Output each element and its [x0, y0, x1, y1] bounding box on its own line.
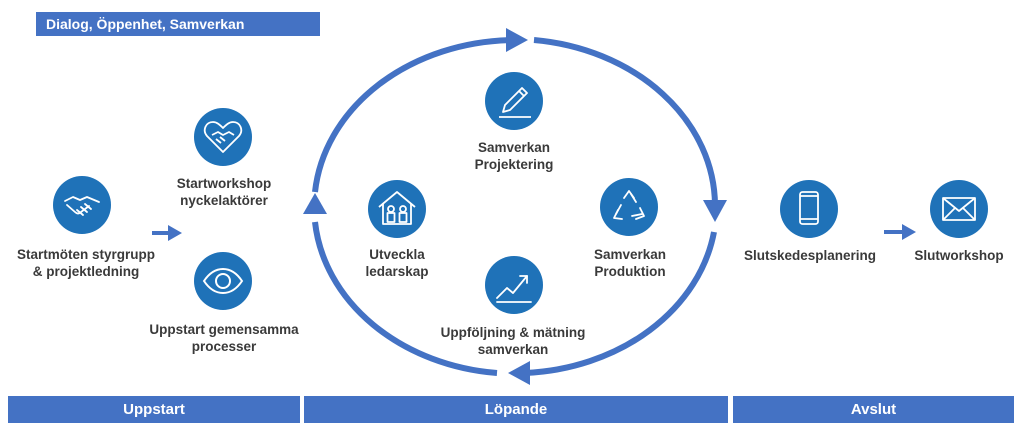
cycle-arrowhead-top [506, 28, 528, 52]
label-uppfoljning: Uppföljning & mätning samverkan [440, 325, 586, 357]
heart-handshake-icon [194, 108, 252, 166]
label-startmoten: Startmöten styrgrupp & projektledning [16, 247, 155, 279]
flow-arrows [152, 28, 916, 385]
growth-chart-icon [485, 256, 543, 314]
arrowhead-start-to-cycle [168, 225, 182, 241]
label-slutskede: Slutskedesplanering [743, 248, 877, 263]
recycle-icon [600, 178, 658, 236]
eye-icon [194, 252, 252, 310]
handshake-icon [53, 176, 111, 234]
cycle-arrowhead-right [703, 200, 727, 222]
cycle-arc-bottom-left [312, 221, 498, 376]
cycle-arc-top-left [312, 37, 513, 193]
cycle-arc-top-right [533, 37, 718, 206]
arrowhead-slutskede [902, 224, 916, 240]
cycle-arrowhead-left [303, 193, 327, 214]
phone-icon [780, 180, 838, 238]
label-utveckla: Utveckla ledarskap [365, 247, 429, 279]
pencil-icon [485, 72, 543, 130]
label-produktion: Samverkan Produktion [593, 247, 667, 279]
phase-uppstart: Uppstart [8, 396, 300, 423]
envelope-icon [930, 180, 988, 238]
label-uppstart-processer: Uppstart gemensamma processer [149, 322, 299, 354]
cycle-arc-bottom-right [524, 231, 717, 376]
label-projektering: Samverkan Projektering [474, 140, 554, 172]
banner: Dialog, Öppenhet, Samverkan [36, 12, 320, 36]
cycle-arrowhead-bottom [508, 361, 530, 385]
label-slutworkshop: Slutworkshop [914, 248, 1004, 263]
phase-lopande: Löpande [304, 396, 728, 423]
phase-avslut: Avslut [733, 396, 1014, 423]
house-people-icon [368, 180, 426, 238]
label-startworkshop: Startworkshop nyckelaktörer [176, 176, 272, 208]
